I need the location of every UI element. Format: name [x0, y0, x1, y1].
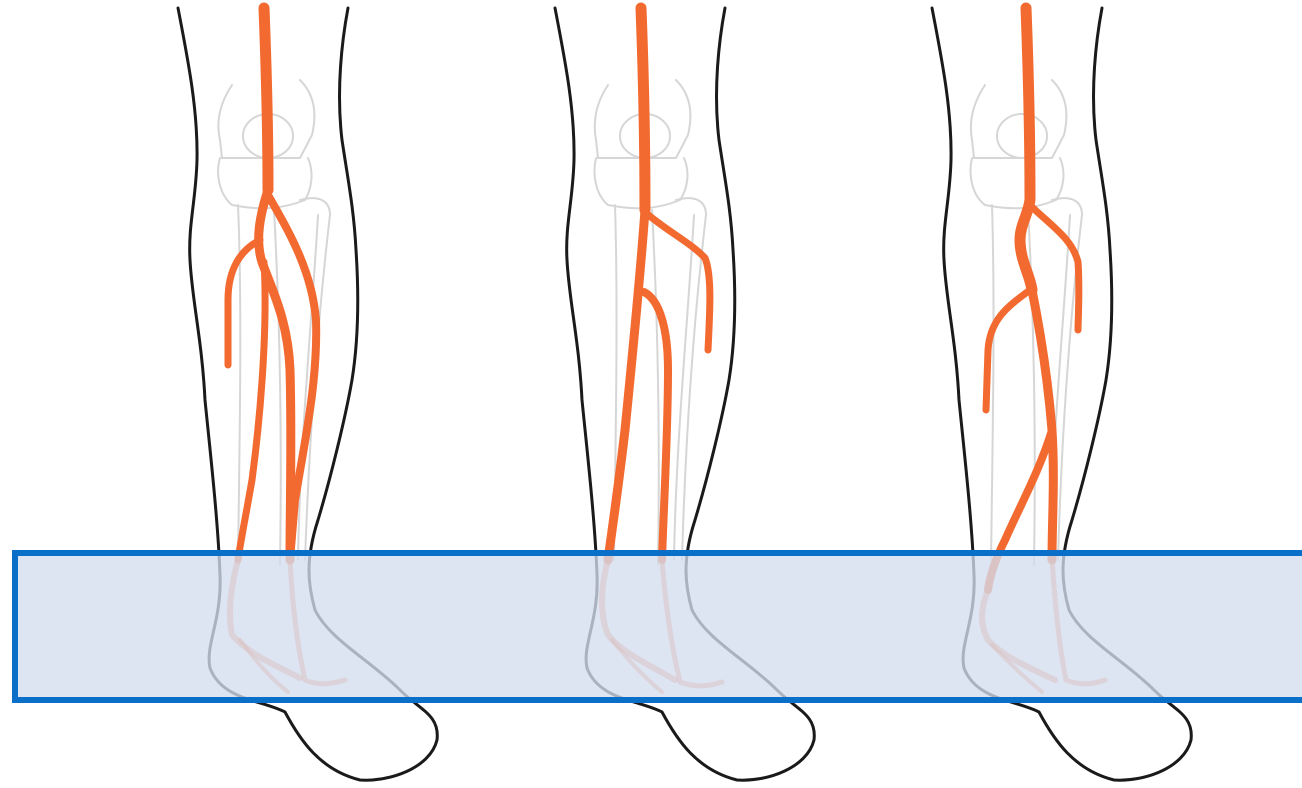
leg-1-anterior-tibial-artery	[228, 240, 260, 365]
leg-2-posterior-tibial-artery	[608, 210, 645, 560]
leg-2-bones	[595, 80, 707, 565]
leg-2-popliteal-artery	[641, 8, 645, 210]
leg-1-peroneal-artery	[238, 262, 265, 560]
ankle-highlight-band	[15, 553, 1302, 700]
leg-1-popliteal-artery	[264, 8, 268, 190]
